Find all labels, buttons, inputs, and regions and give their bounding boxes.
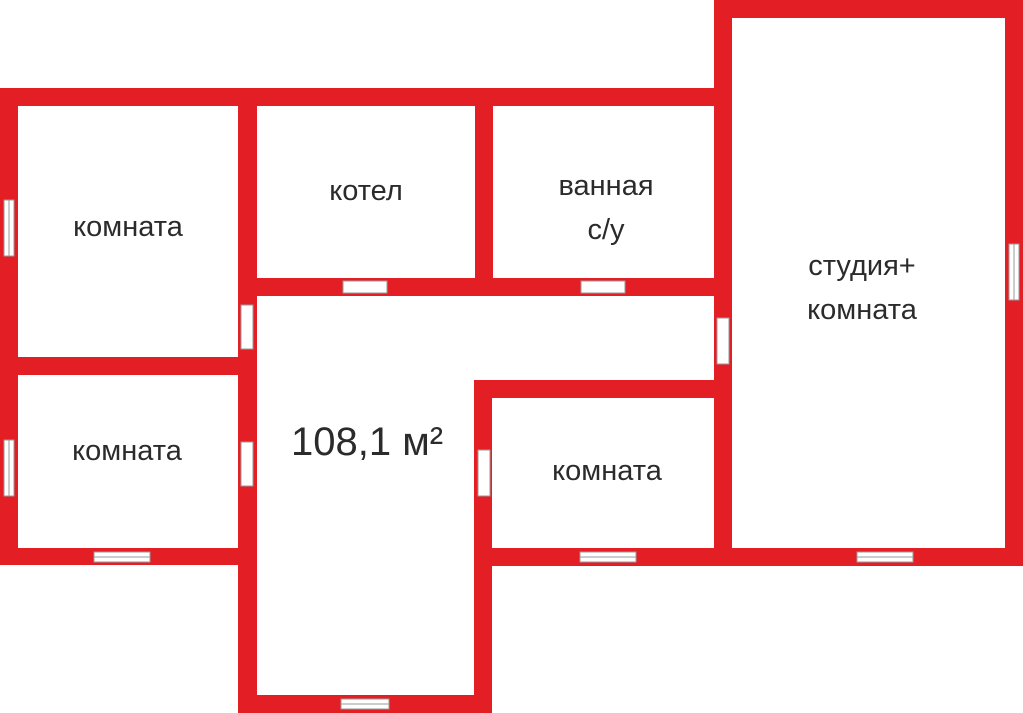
wall-left-rooms-horizontal <box>0 357 257 375</box>
door-room-bottom-left <box>240 441 254 487</box>
wall-top-left-section <box>0 88 732 106</box>
total-area: 108,1 м² <box>291 420 443 464</box>
window-studio-bottom <box>856 551 914 563</box>
label-bathroom-line1: ванная <box>558 170 653 202</box>
wall-studio-left-upper <box>714 0 732 106</box>
wall-corridor-top <box>238 278 732 296</box>
wall-center-right <box>474 548 492 713</box>
door-bathroom <box>580 280 626 294</box>
wall-studio-top <box>714 0 1023 18</box>
label-studio-line2: комната <box>807 294 918 326</box>
door-room-bottom-center <box>477 449 491 497</box>
label-room-bottom-center: комната <box>552 455 663 487</box>
wall-center-left <box>238 548 257 713</box>
window-left-lower <box>3 439 15 497</box>
window-left-upper <box>3 199 15 257</box>
wall-bottom-room-top <box>474 380 732 398</box>
label-room-top-left: комната <box>73 211 184 243</box>
room-labels: комната котел ванная с/у студия+ комната… <box>72 170 918 487</box>
window-bottom-center <box>340 698 390 710</box>
door-room-top-left <box>240 304 254 350</box>
label-room-bottom-left: комната <box>72 435 183 467</box>
door-boiler <box>342 280 388 294</box>
window-bottom-room <box>579 551 637 563</box>
doors <box>240 280 730 497</box>
windows <box>3 199 1020 710</box>
window-bottom-left <box>93 551 151 563</box>
window-studio-right <box>1008 243 1020 301</box>
label-bathroom-line2: с/у <box>587 214 625 246</box>
door-studio <box>716 317 730 365</box>
label-studio-line1: студия+ <box>808 250 915 282</box>
label-boiler: котел <box>329 175 403 207</box>
wall-boiler-bath-divider <box>475 88 493 296</box>
wall-bottom-right <box>474 548 1023 566</box>
inner-walls <box>0 88 732 566</box>
